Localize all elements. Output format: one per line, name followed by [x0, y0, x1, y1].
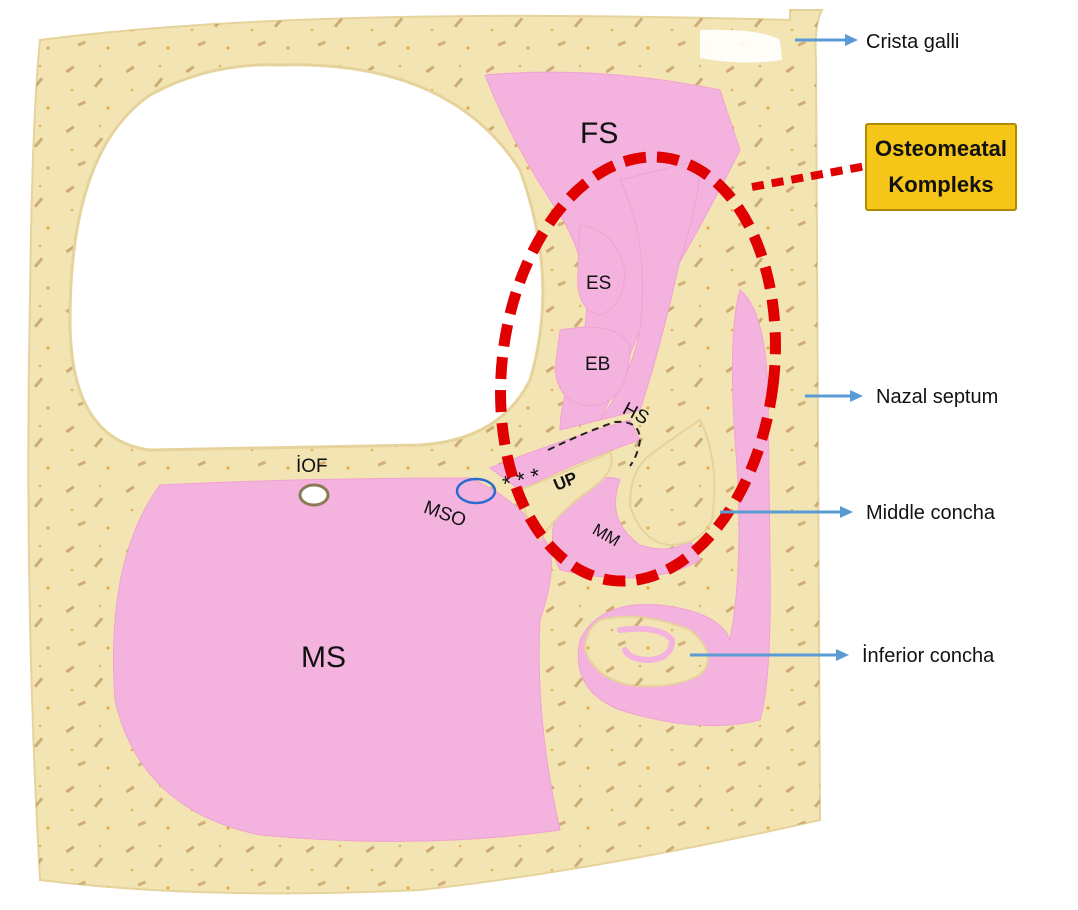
orbit-cavity	[70, 65, 543, 450]
label-iof: İOF	[296, 456, 328, 477]
infraorbital-foramen	[300, 485, 328, 505]
label-es: ES	[586, 273, 611, 294]
label-inferior-concha: İnferior concha	[862, 644, 995, 667]
callout-line2: Kompleks	[888, 172, 993, 197]
osteomeatal-callout: Osteomeatal Kompleks	[866, 124, 1016, 210]
label-middle-concha: Middle concha	[866, 502, 996, 524]
label-fs: FS	[580, 117, 618, 150]
label-ms: MS	[301, 641, 346, 674]
label-eb: EB	[585, 354, 610, 375]
label-crista-galli: Crista galli	[866, 31, 959, 53]
callout-line1: Osteomeatal	[875, 136, 1007, 161]
label-nazal-septum: Nazal septum	[876, 386, 998, 408]
